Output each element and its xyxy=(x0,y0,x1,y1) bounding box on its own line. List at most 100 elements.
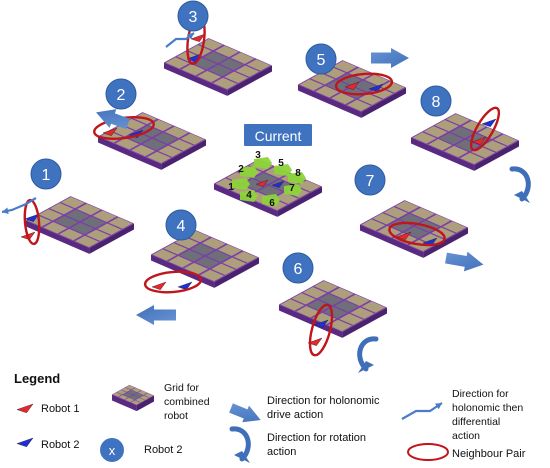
grid-tile xyxy=(455,139,480,152)
grid-tile xyxy=(339,313,364,326)
grid-tile xyxy=(326,79,351,92)
arrow-head xyxy=(234,451,250,463)
grid-tile xyxy=(86,229,111,242)
grid-tile xyxy=(208,64,233,77)
neighbour-index: 5 xyxy=(278,158,284,169)
grid-tile xyxy=(439,132,464,145)
grid-tile xyxy=(230,52,255,64)
legend-x-label: Robot 2 xyxy=(144,444,183,456)
grid-plate-edge xyxy=(112,394,137,412)
grid-tile xyxy=(246,59,271,71)
grid-tile xyxy=(206,250,231,263)
legend-holonomic-label: Direction for holonomic xyxy=(267,395,380,407)
grid-tile xyxy=(428,139,453,151)
grid-tile xyxy=(121,387,131,393)
grid-plate-edge xyxy=(26,220,90,254)
grid-tile xyxy=(323,306,348,319)
legend-grid-label: combined xyxy=(164,396,210,408)
grid-tile xyxy=(181,64,206,76)
grid-tile xyxy=(314,280,338,293)
grid-tile xyxy=(135,397,145,403)
grid-tile xyxy=(153,132,178,145)
arrow-body xyxy=(445,251,484,272)
neighbour-index: 2 xyxy=(238,164,244,175)
robot-1-marker xyxy=(102,127,118,136)
grid-tile xyxy=(242,178,267,191)
grid-tile xyxy=(148,119,173,132)
legend-robot-2-icon xyxy=(16,437,34,448)
grid-tile xyxy=(364,74,389,86)
green-move-arrow xyxy=(240,166,258,178)
grid-panel-8: 8 xyxy=(411,85,519,171)
grid-tile xyxy=(395,200,419,213)
robot-1-marker xyxy=(344,81,360,90)
arrow-body xyxy=(371,48,409,68)
panel-number: 1 xyxy=(42,167,51,184)
grid-tile xyxy=(190,243,215,256)
grid-tile xyxy=(43,222,68,234)
arrow-head xyxy=(187,33,194,40)
neighbour-index: 1 xyxy=(228,182,234,193)
grid-tile xyxy=(235,65,260,77)
legend-pair-icon xyxy=(407,443,449,461)
rotation-arrow xyxy=(509,166,531,203)
grid-tile xyxy=(493,134,518,146)
grid-tile xyxy=(184,262,209,275)
grid-tile xyxy=(165,57,190,69)
grid-tile xyxy=(129,395,139,400)
holonomic-drive-arrow xyxy=(371,48,409,68)
panel-number-badge xyxy=(165,209,197,241)
legend-robot-1-icon xyxy=(16,403,34,414)
grid-tile xyxy=(131,387,142,393)
panel-number-badge xyxy=(420,85,452,117)
grid-tile xyxy=(404,226,429,239)
grid-tile xyxy=(253,172,278,185)
green-move-arrow xyxy=(232,178,250,190)
grid-plate-edge xyxy=(342,307,387,338)
grid-tile xyxy=(334,300,359,313)
green-move-arrow xyxy=(274,164,292,176)
neighbour-pair-ring xyxy=(23,198,41,246)
robot-2-marker xyxy=(177,281,193,290)
legend-title: Legend xyxy=(14,371,60,386)
neighbour-index: 7 xyxy=(289,183,295,194)
grid-tile xyxy=(97,223,122,235)
legend-pair-label: Neighbour Pair xyxy=(452,448,526,460)
robot-1-marker xyxy=(255,179,269,187)
arrow-body xyxy=(96,109,130,130)
grid-tile xyxy=(125,385,135,390)
grid-tile xyxy=(108,217,133,229)
grid-tile xyxy=(81,216,106,229)
grid-tile xyxy=(38,209,63,221)
grid-plate-edge xyxy=(474,140,519,171)
panel-number-badge xyxy=(105,78,137,110)
grid-tile xyxy=(318,293,343,306)
grid-plate-edge xyxy=(279,304,343,338)
grid-tile xyxy=(383,206,408,219)
grid-tile xyxy=(388,219,413,232)
green-move-arrow xyxy=(254,157,272,169)
grid-panel-6: 6 xyxy=(279,252,387,357)
grid-tile xyxy=(482,140,507,152)
legend-rotation-label: Direction for rotation xyxy=(267,432,366,444)
grid-plate-edge xyxy=(298,84,362,118)
panel-number-badge xyxy=(305,43,337,75)
grid-tile xyxy=(59,228,84,241)
grid-tile xyxy=(217,244,242,256)
legend-grid-icon xyxy=(112,384,154,412)
panel-number: 7 xyxy=(366,173,375,190)
grid-tile xyxy=(49,202,74,215)
grid-tile xyxy=(179,249,204,262)
robot-2-marker xyxy=(481,118,497,127)
grid-tile xyxy=(258,185,283,198)
neighbour-pair-ring xyxy=(469,106,501,152)
grid-tile xyxy=(296,180,321,192)
grid-plate-edge xyxy=(227,65,272,96)
grid-tile xyxy=(372,213,397,225)
grid-tile xyxy=(201,237,226,250)
panel-number: 3 xyxy=(189,9,198,26)
grid-panel-4: 4 xyxy=(143,209,259,294)
grid-tile xyxy=(116,389,127,395)
panel-number-badge xyxy=(354,164,386,196)
grid-tile xyxy=(310,73,335,85)
